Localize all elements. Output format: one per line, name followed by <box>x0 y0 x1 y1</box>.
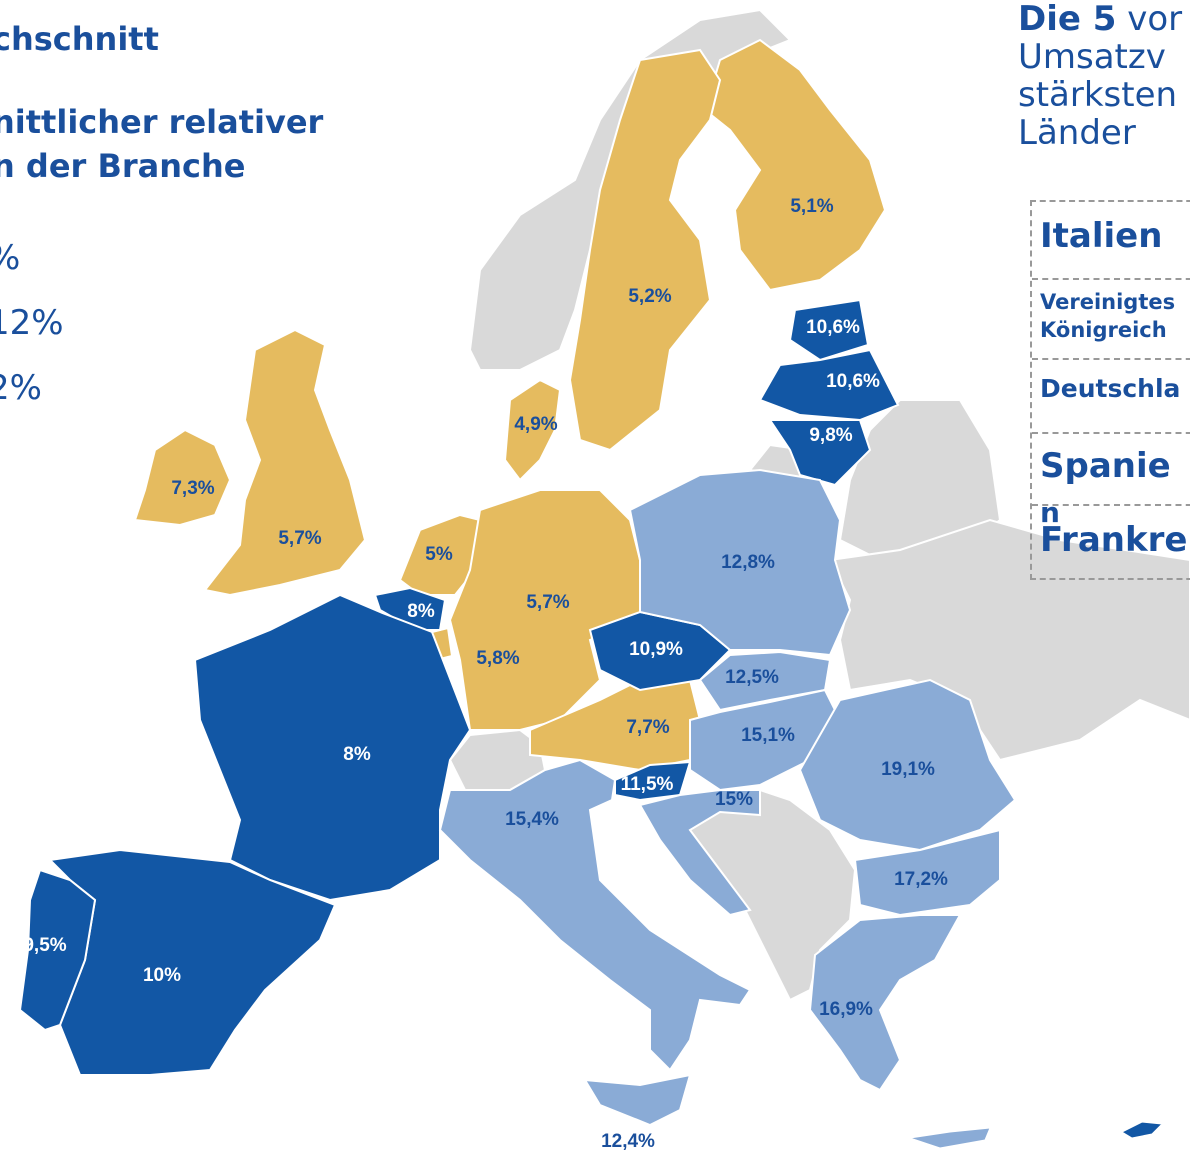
portugal-shape <box>18 868 97 1032</box>
country-value-label: 5,1% <box>790 196 833 217</box>
country-value-label: 4,9% <box>514 414 557 435</box>
finland-shape <box>703 38 887 292</box>
country-value-label: 16,9% <box>819 999 873 1020</box>
romania-shape <box>798 678 1017 852</box>
country-value-label: 15,4% <box>505 809 559 830</box>
rank-item-italien: Italien <box>1040 216 1163 256</box>
country-value-label: 5,7% <box>526 592 569 613</box>
country-value-label: 5,2% <box>628 286 671 307</box>
heading-line-2: Umsatzv <box>1018 37 1166 77</box>
belgium-shape <box>373 586 447 631</box>
country-value-label: 11 <box>1170 1124 1190 1145</box>
country-value-label: 5,8% <box>476 648 519 669</box>
country-value-label: 15,1% <box>741 725 795 746</box>
country-value-label: 17,2% <box>894 869 948 890</box>
country-value-label: 5% <box>425 544 453 565</box>
heading-line-3: stärksten <box>1018 75 1178 115</box>
country-value-label: 10,9% <box>629 639 683 660</box>
heading-line-4: Länder <box>1018 113 1136 153</box>
country-value-label: 12,4% <box>601 1131 655 1152</box>
france-shape <box>193 593 472 902</box>
bulgaria-shape <box>853 828 1001 917</box>
lithuania-shape <box>768 419 872 487</box>
heading-bold: Die 5 <box>1018 0 1117 39</box>
legend-item-low: % <box>0 238 20 278</box>
denmark-shape <box>503 378 562 482</box>
sicily-shape <box>583 1073 692 1127</box>
crete-shape <box>909 1127 991 1149</box>
top5-ranking-list: Italien Vereinigtes Königreich Deutschla… <box>1030 200 1190 580</box>
country-value-label: 7,3% <box>171 478 214 499</box>
country-value-label: 12,5% <box>725 667 779 688</box>
country-value-label: 11,5% <box>621 774 674 795</box>
country-value-label: 12,8% <box>721 552 775 573</box>
page-title: chschnitt <box>0 20 159 58</box>
croatia-shape <box>638 789 761 917</box>
ireland-shape <box>133 428 232 527</box>
uk-shape <box>203 328 367 597</box>
subtitle-line-1: nittlicher relativer <box>0 103 324 141</box>
rank-item-frankreich: Frankrei <box>1040 520 1190 560</box>
germany-shape <box>448 489 641 731</box>
sweden-shape <box>568 48 722 452</box>
rank-item-deutschland: Deutschla <box>1040 374 1181 403</box>
country-value-label: 8% <box>343 744 371 765</box>
country-value-label: 8% <box>407 601 435 622</box>
rank-item-vereinigtes: Vereinigtes <box>1040 290 1176 314</box>
subtitle-line-2: n der Branche <box>0 147 246 185</box>
legend-item-mid: 12% <box>0 303 64 343</box>
estonia-shape <box>788 298 870 362</box>
country-value-label: 5,7% <box>278 528 321 549</box>
italy-shape <box>438 758 752 1072</box>
country-value-label: 19,1% <box>881 759 935 780</box>
country-value-label: 9,5% <box>23 935 66 956</box>
country-value-label: 9,8% <box>809 425 852 446</box>
slovakia-shape <box>698 650 832 712</box>
country-value-label: 10% <box>143 965 181 986</box>
ukraine-shape <box>828 518 1190 762</box>
right-panel-heading: Die 5 vor Umsatzv stärksten Länder <box>1018 0 1182 152</box>
heading-rest: vor <box>1127 0 1183 39</box>
greece-shape <box>808 914 962 1092</box>
latvia-shape <box>758 348 900 422</box>
cyprus-shape <box>1120 1121 1164 1139</box>
rank-item-koenigreich: Königreich <box>1040 318 1167 342</box>
poland-shape <box>628 468 852 657</box>
country-value-label: 7,7% <box>626 717 669 738</box>
legend-item-high: 2% <box>0 368 42 408</box>
country-value-label: 10,6% <box>826 371 880 392</box>
country-value-label: 15% <box>715 789 753 810</box>
country-value-label: 10,6% <box>806 317 860 338</box>
rank-item-spanien: Spanie <box>1040 446 1171 486</box>
